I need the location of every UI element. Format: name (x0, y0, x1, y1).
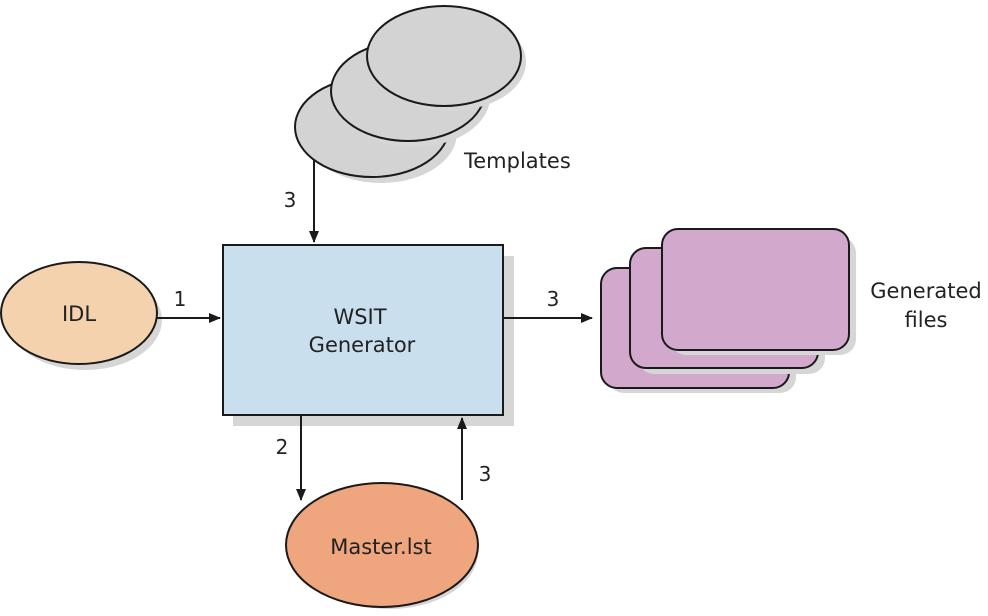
master-label: Master.lst (330, 535, 431, 559)
generated-files-stack: Generated files (600, 228, 982, 393)
edge-label-files: 3 (547, 287, 560, 311)
template-sheet-front (366, 5, 522, 107)
file-sheet-front (661, 228, 850, 351)
generator-node: WSIT Generator (222, 244, 514, 426)
master-ellipse (285, 482, 479, 608)
generated-files-label-line1: Generated (870, 279, 981, 303)
idl-label: IDL (62, 302, 96, 326)
generator-label-line1: WSIT (333, 305, 386, 329)
generator-label-line2: Generator (309, 333, 416, 357)
edge-label-from-master: 3 (479, 462, 492, 486)
edge-label-to-master: 2 (276, 435, 289, 459)
edge-label-idl: 1 (174, 287, 187, 311)
templates-label: Templates (463, 149, 571, 173)
templates-stack: Templates (294, 5, 571, 183)
edges (157, 160, 593, 501)
master-node: Master.lst (285, 482, 479, 609)
idl-node: IDL (0, 261, 162, 370)
edge-label-templates: 3 (284, 188, 297, 212)
idl-ellipse (0, 261, 158, 365)
edge-labels: 3 1 3 2 3 (174, 188, 560, 486)
generator-box (222, 244, 504, 416)
generated-files-label-line2: files (905, 308, 948, 332)
